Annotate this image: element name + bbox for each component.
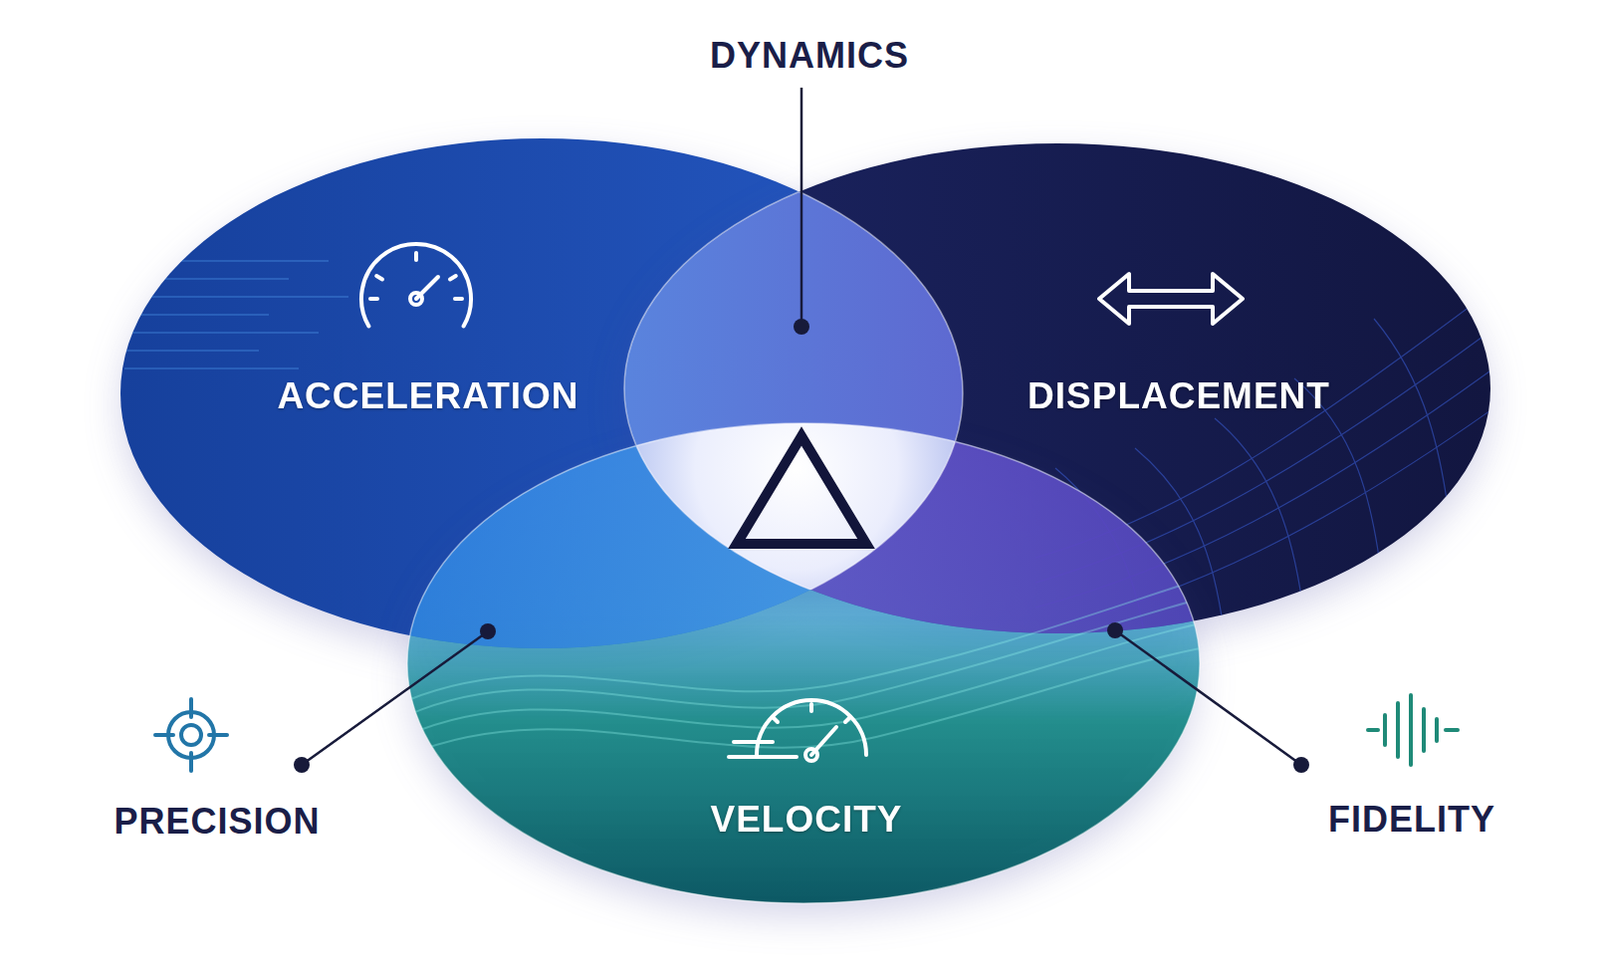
wave-bar	[1368, 727, 1378, 732]
left-intersection	[407, 423, 1200, 904]
leader-dot	[1293, 756, 1310, 773]
glass-edges	[120, 138, 1491, 904]
crosshair-line	[189, 698, 194, 717]
left-group	[407, 423, 1200, 904]
crosshair-icon	[155, 698, 228, 771]
crosshair-ring	[168, 711, 215, 758]
right-intersection	[407, 423, 1200, 904]
circle-label: ACCELERATION	[276, 375, 579, 418]
crosshair-line	[189, 752, 194, 771]
crosshair-line	[209, 732, 228, 737]
waveform-icon	[1368, 694, 1458, 765]
wave-bar	[1445, 727, 1458, 732]
intersection-label: PRECISION	[113, 800, 320, 843]
crosshair-center	[181, 724, 202, 745]
ellipse-shape	[407, 423, 1200, 904]
wave-bar	[1382, 714, 1387, 745]
circle-label: VELOCITY	[709, 798, 903, 841]
leader-dot	[293, 756, 310, 773]
crosshair-line	[155, 732, 174, 737]
intersection-label: FIDELITY	[1328, 798, 1496, 841]
wave-bar	[1395, 702, 1400, 757]
velocity-edge	[407, 423, 1200, 904]
wave-bar	[1408, 694, 1413, 765]
wave-bar	[1434, 718, 1439, 741]
venn-ellipse: VELOCITY	[407, 423, 1200, 904]
right-group	[407, 423, 1200, 904]
wave-bar	[1421, 708, 1426, 751]
circle-label: DISPLACEMENT	[1027, 375, 1331, 418]
intersection-label: DYNAMICS	[709, 34, 910, 77]
